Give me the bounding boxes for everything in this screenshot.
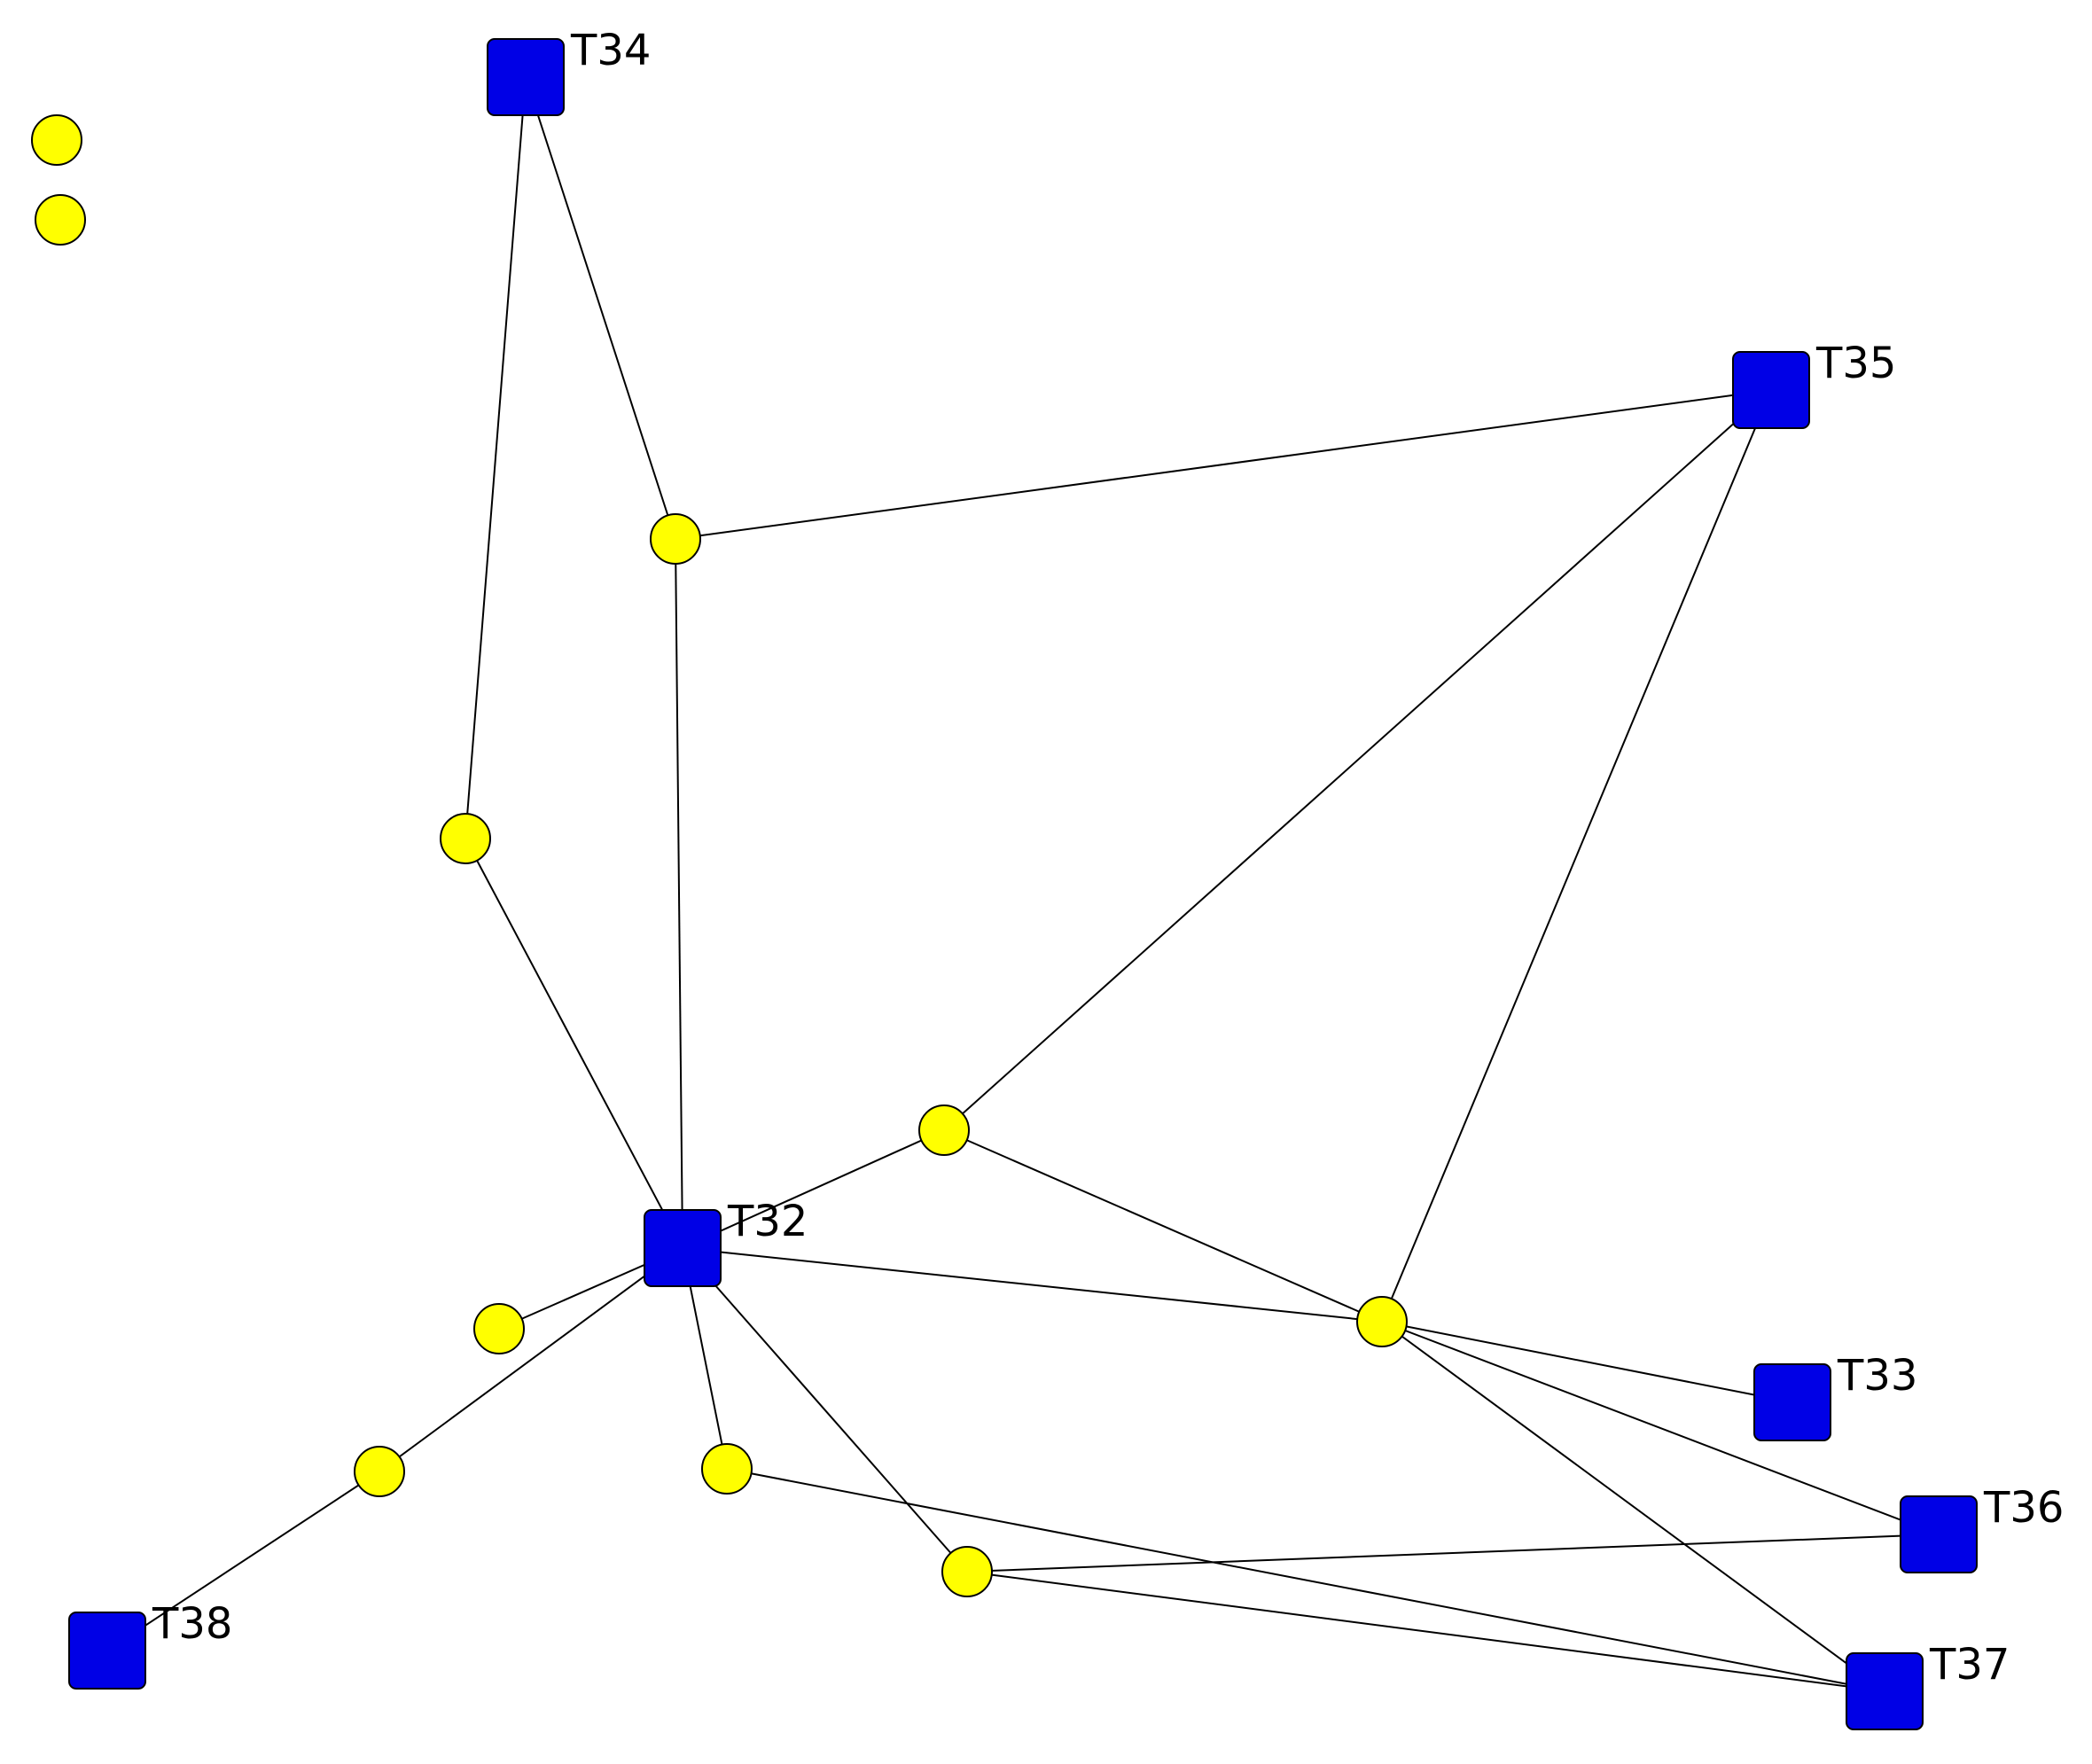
node-label-t38: T38: [152, 1599, 232, 1649]
edge-c3-T32: [675, 538, 683, 1249]
node-label-t37: T37: [1929, 1640, 2010, 1690]
edge-T32-c6: [682, 1247, 1383, 1323]
node-t38: [68, 1612, 146, 1690]
node-t32: [644, 1209, 722, 1287]
node-t34: [487, 38, 565, 116]
nodes-layer: [31, 38, 1978, 1730]
edge-T32-c10: [682, 1247, 968, 1573]
node-t35: [1732, 351, 1810, 429]
node-label-t35: T35: [1815, 339, 1896, 388]
node-t37: [1846, 1652, 1924, 1730]
node-c2: [35, 194, 86, 246]
node-label-t34: T34: [570, 26, 651, 75]
edge-c4-T32: [464, 838, 683, 1249]
node-label-t32: T32: [727, 1197, 808, 1246]
edge-c8-T38: [106, 1471, 380, 1651]
node-c1: [31, 114, 82, 166]
node-c10: [941, 1546, 993, 1597]
edge-c5-T32: [682, 1129, 945, 1249]
node-label-t36: T36: [1983, 1483, 2064, 1533]
edge-T32-c8: [379, 1247, 683, 1472]
edge-T35-c5: [943, 389, 1772, 1131]
node-c8: [354, 1446, 405, 1497]
edge-T34-c4: [464, 76, 527, 839]
edge-c5-c6: [943, 1129, 1383, 1323]
node-c3: [650, 513, 701, 565]
edge-c6-T37: [1381, 1321, 1885, 1692]
edge-T35-c6: [1381, 389, 1772, 1323]
edge-c6-T36: [1381, 1321, 1940, 1535]
node-c4: [440, 813, 491, 864]
node-t36: [1900, 1495, 1978, 1573]
edge-c10-T36: [966, 1534, 1940, 1573]
edges-layer: [106, 76, 1940, 1692]
node-c6: [1356, 1296, 1408, 1347]
edge-c6-T33: [1381, 1321, 1793, 1403]
edge-c10-T37: [966, 1571, 1885, 1692]
edge-T34-c3: [525, 76, 676, 540]
node-t33: [1753, 1363, 1831, 1441]
node-c9: [701, 1443, 753, 1495]
edge-c3-T35: [675, 389, 1772, 540]
node-c5: [918, 1104, 970, 1156]
edge-c9-T37: [726, 1468, 1885, 1692]
node-c7: [473, 1303, 525, 1354]
node-label-t33: T33: [1837, 1351, 1917, 1401]
